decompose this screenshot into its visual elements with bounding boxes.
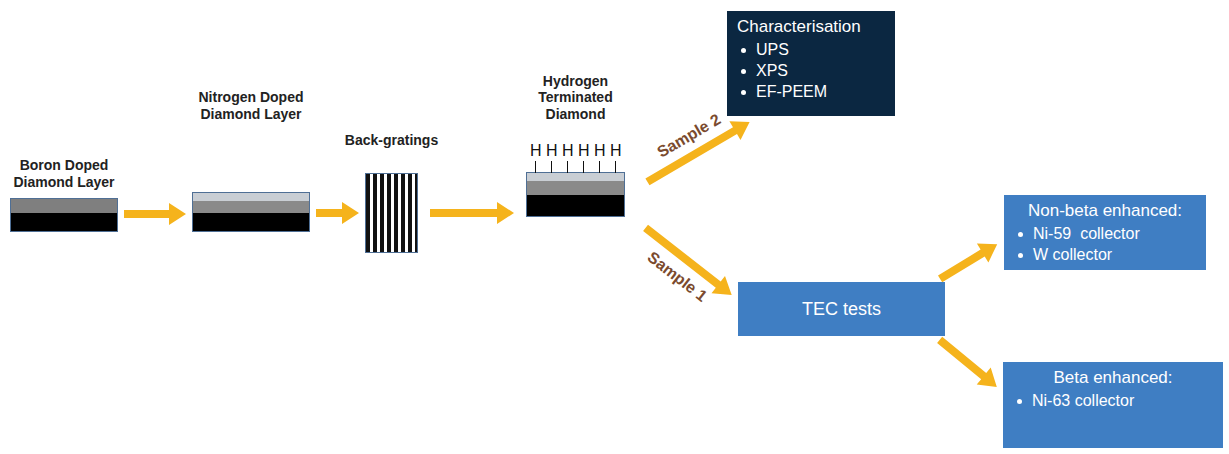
flow-arrow <box>316 202 359 224</box>
diamond-layer <box>193 201 309 213</box>
diamond-layer <box>193 193 309 201</box>
bullet-item: EF-PEEM <box>737 83 885 101</box>
diamond-layer <box>11 213 117 231</box>
diamond-layer <box>527 195 624 216</box>
layer-illustration: Hydrogen Terminated DiamondHHHHHH <box>526 172 625 217</box>
bullet-text: EF-PEEM <box>756 83 827 101</box>
flow-arrow <box>430 202 514 224</box>
bullet-dot <box>741 69 746 74</box>
bond-line <box>599 161 600 173</box>
diamond-layer <box>527 173 624 181</box>
hydrogen-atom: H <box>610 142 622 159</box>
process-box: CharacterisationUPS XPS EF-PEEM <box>727 11 895 116</box>
bullet-dot <box>1018 232 1023 237</box>
bullet-dot <box>741 48 746 53</box>
bullet-item: Ni-63 collector <box>1013 392 1213 410</box>
bullet-text: Ni-59 collector <box>1033 225 1140 243</box>
bullet-item: XPS <box>737 62 885 80</box>
hydrogen-atom: H <box>578 142 590 159</box>
bullet-text: W collector <box>1033 246 1112 264</box>
bond-line <box>535 161 536 173</box>
bond-line <box>583 161 584 173</box>
box-heading: Characterisation <box>737 17 885 37</box>
bullet-text: UPS <box>756 41 789 59</box>
diamond-layer <box>193 213 309 231</box>
layer-illustration: Nitrogen Doped Diamond Layer <box>192 192 310 232</box>
step-heading: Back-gratings <box>332 132 452 149</box>
layer-illustration: Boron Doped Diamond Layer <box>10 198 118 232</box>
flow-arrow <box>937 337 997 387</box>
bullet-dot <box>1017 399 1022 404</box>
box-heading: Non-beta enhanced: <box>1014 201 1196 221</box>
hydrogen-atom: H <box>530 142 542 159</box>
bond-line <box>567 161 568 173</box>
hydrogen-atom: H <box>594 142 606 159</box>
flow-arrow <box>124 203 186 225</box>
bullet-text: Ni-63 collector <box>1032 392 1134 410</box>
bullet-item: UPS <box>737 41 885 59</box>
box-heading: Beta enhanced: <box>1013 368 1213 388</box>
diamond-layer <box>527 181 624 195</box>
diamond-layer <box>11 199 117 213</box>
bullet-text: XPS <box>756 62 788 80</box>
bullet-item: Ni-59 collector <box>1014 225 1196 243</box>
process-box: Non-beta enhanced: Ni-59 collector W colle… <box>1004 195 1206 270</box>
bullet-dot <box>741 90 746 95</box>
bullet-dot <box>1018 253 1023 258</box>
bullet-item: W collector <box>1014 246 1196 264</box>
step-heading: Hydrogen Terminated Diamond <box>530 73 622 123</box>
step-heading: Boron Doped Diamond Layer <box>5 157 123 191</box>
hydrogen-atom: H <box>546 142 558 159</box>
hydrogen-atom: H <box>562 142 574 159</box>
flow-arrow <box>938 244 997 283</box>
process-box: Beta enhanced: Ni-63 collector <box>1003 362 1223 448</box>
process-box: TEC tests <box>738 282 945 336</box>
bond-line <box>615 161 616 173</box>
step-heading: Nitrogen Doped Diamond Layer <box>192 89 310 123</box>
bond-line <box>551 161 552 173</box>
box-title: TEC tests <box>802 299 881 320</box>
layer-illustration: Back-gratings <box>365 173 418 253</box>
